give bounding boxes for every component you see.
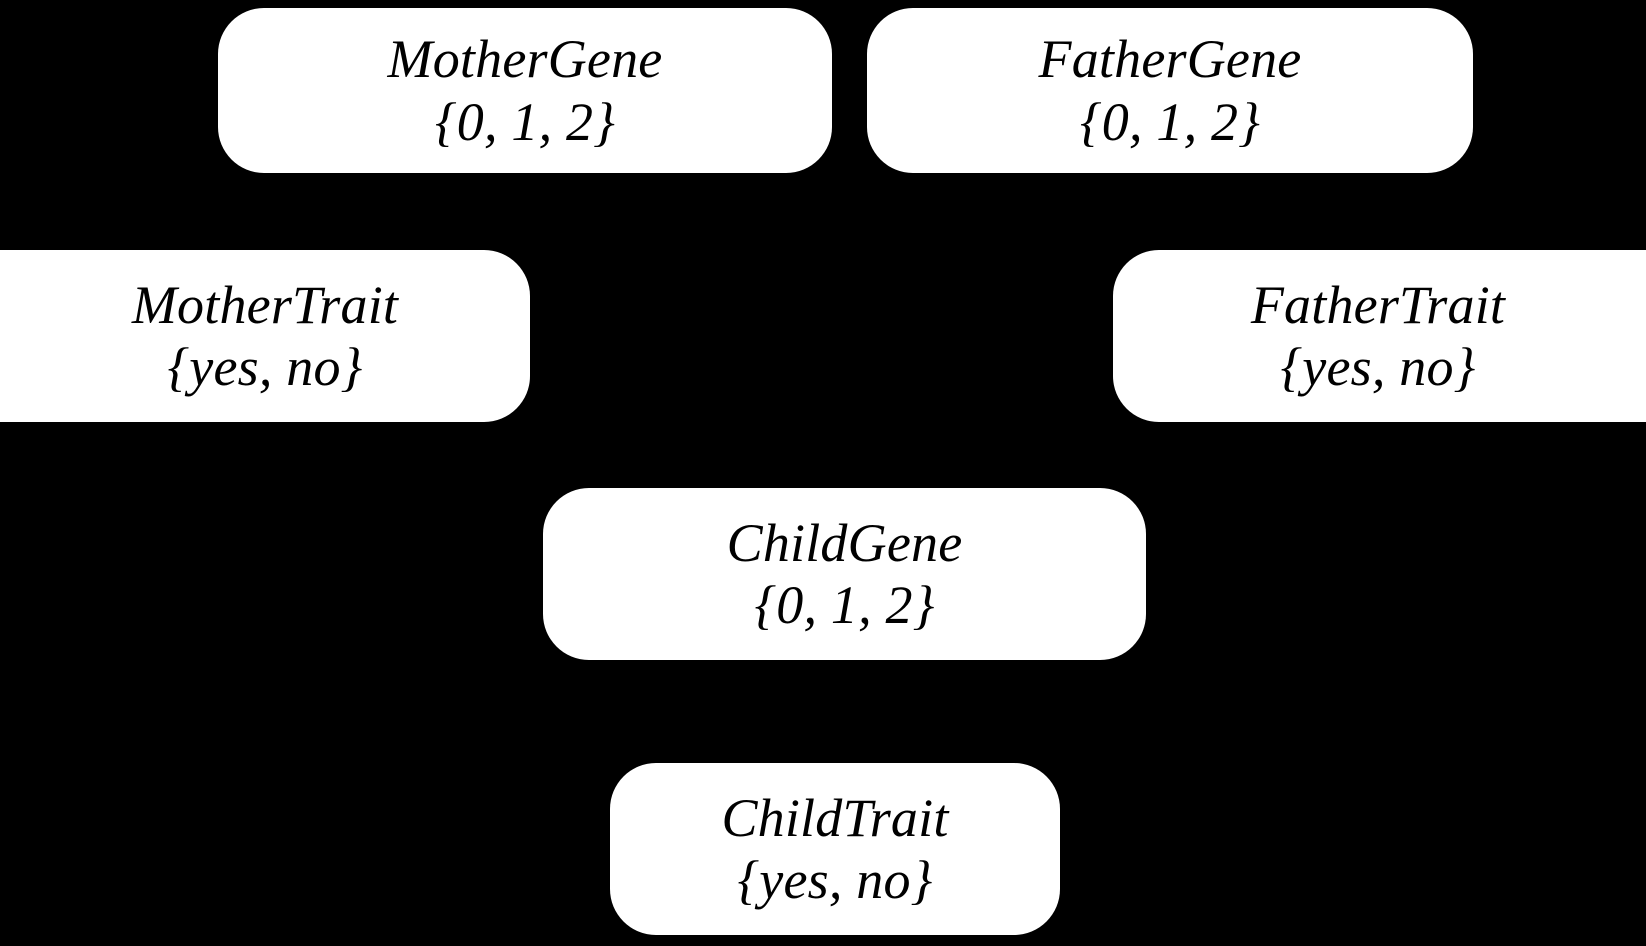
node-mother-trait[interactable]: MotherTrait {yes, no}: [0, 250, 530, 422]
node-mother-trait-label: MotherTrait: [131, 274, 399, 335]
node-father-trait-domain: {yes, no}: [1280, 337, 1476, 397]
node-child-trait[interactable]: ChildTrait {yes, no}: [610, 763, 1060, 935]
node-mother-trait-domain: {yes, no}: [167, 337, 363, 397]
node-child-trait-domain: {yes, no}: [737, 850, 933, 910]
node-child-gene-label: ChildGene: [726, 512, 963, 573]
node-father-gene-label: FatherGene: [1038, 29, 1302, 90]
edge-mother-gene-to-mother-trait: [299, 171, 421, 252]
edge-child-gene-to-child-trait: [833, 659, 847, 764]
edge-father-gene-to-father-trait: [1229, 171, 1351, 252]
node-father-gene-domain: {0, 1, 2}: [1080, 91, 1260, 152]
node-father-gene[interactable]: FatherGene {0, 1, 2}: [867, 8, 1473, 173]
node-child-gene[interactable]: ChildGene {0, 1, 2}: [543, 488, 1146, 660]
node-mother-gene-domain: {0, 1, 2}: [435, 91, 615, 152]
node-mother-gene[interactable]: MotherGene {0, 1, 2}: [218, 8, 832, 173]
node-father-trait-label: FatherTrait: [1250, 274, 1506, 335]
edge-mother-gene-to-child-gene: [598, 172, 762, 489]
node-mother-gene-label: MotherGene: [387, 29, 663, 90]
node-father-trait[interactable]: FatherTrait {yes, no}: [1113, 250, 1646, 422]
node-child-gene-domain: {0, 1, 2}: [754, 575, 935, 635]
node-child-trait-label: ChildTrait: [721, 787, 949, 848]
edge-father-gene-to-child-gene: [928, 172, 1082, 489]
